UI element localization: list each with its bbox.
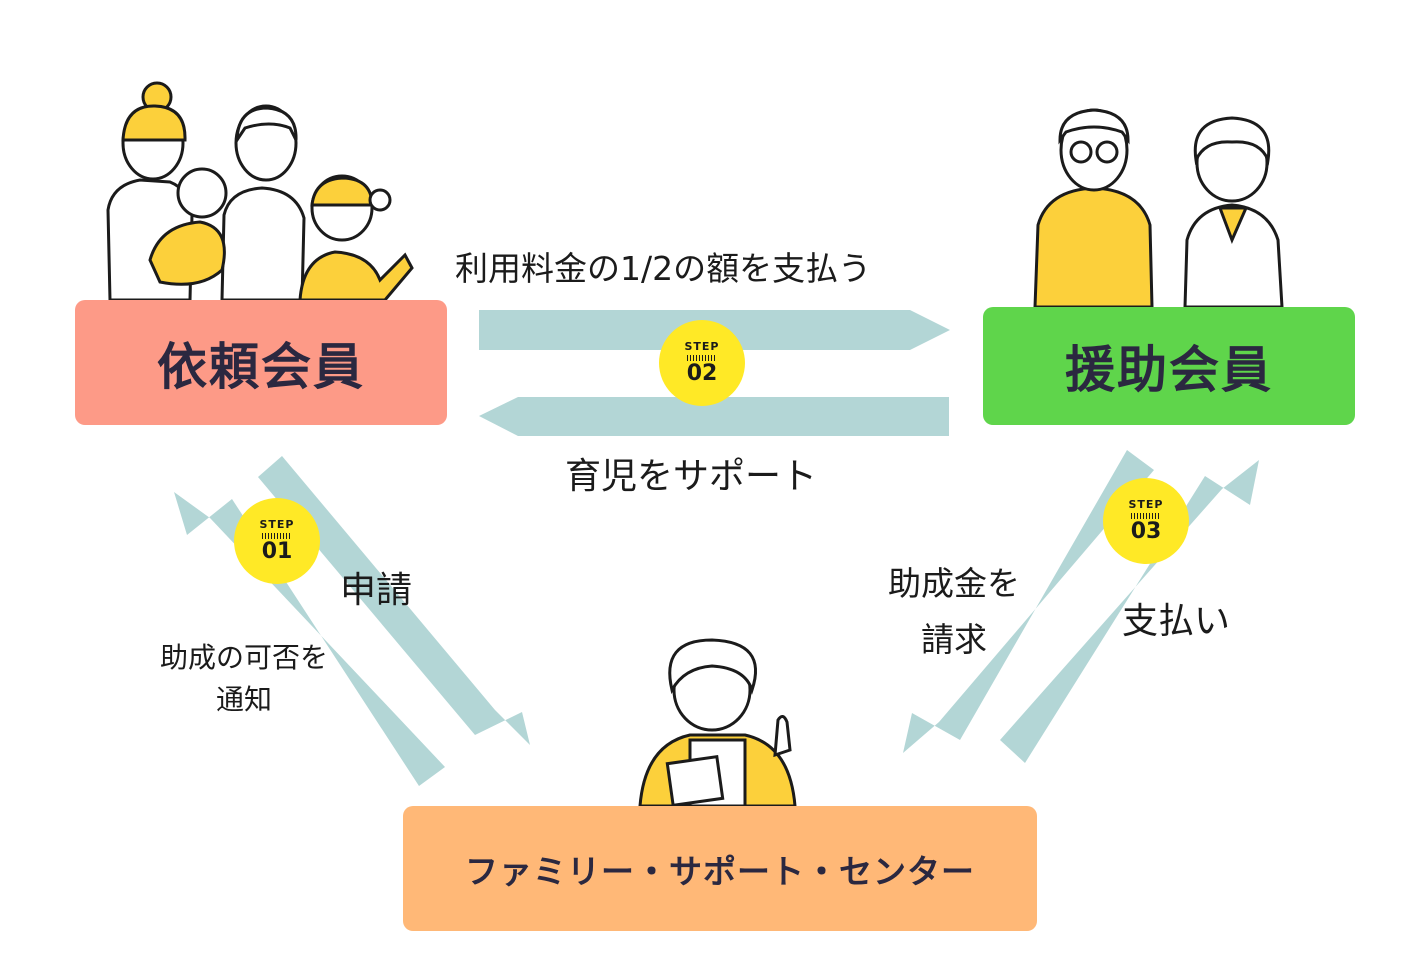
application-label: 申請 [340, 570, 413, 611]
step-01-barcode [262, 532, 292, 539]
step-01-label: STEP [259, 517, 295, 531]
elderly-couple-illustration [1033, 108, 1284, 309]
childcare-support-label: 育児をサポート [565, 456, 818, 497]
subsidy-notice-line2: 通知 [216, 683, 273, 716]
step-01-badge: STEP 01 [234, 498, 320, 584]
arrow-claim-down [903, 450, 1154, 753]
arrow-notice-up [174, 492, 445, 786]
family-support-center-box: ファミリー・サポート・センター [403, 806, 1037, 931]
staff-illustration [638, 638, 797, 808]
subsidy-notice-line1: 助成の可否を [160, 641, 329, 674]
step-02-number: 02 [686, 360, 718, 386]
family-illustration [106, 81, 414, 302]
step-03-barcode [1131, 512, 1161, 519]
step-01-number: 01 [261, 538, 293, 564]
payout-label: 支払い [1122, 601, 1231, 642]
client-member-box: 依頼会員 [75, 300, 447, 425]
step-02-label: STEP [684, 339, 720, 353]
subsidy-claim-label: 助成金を 請求 [888, 556, 1020, 668]
step-02-barcode [687, 354, 717, 361]
payment-label: 利用料金の1/2の額を支払う [455, 249, 872, 288]
subsidy-claim-line2: 請求 [921, 620, 987, 659]
arrow-support-left [479, 397, 949, 436]
step-02-badge: STEP 02 [659, 320, 745, 406]
arrow-payout-up [1000, 460, 1259, 763]
step-03-label: STEP [1128, 497, 1164, 511]
step-03-number: 03 [1130, 518, 1162, 544]
step-03-badge: STEP 03 [1103, 478, 1189, 564]
arrow-application-down [258, 456, 530, 745]
subsidy-claim-line1: 助成金を [888, 564, 1020, 603]
helper-member-box: 援助会員 [983, 307, 1355, 425]
subsidy-notice-label: 助成の可否を 通知 [160, 637, 328, 721]
